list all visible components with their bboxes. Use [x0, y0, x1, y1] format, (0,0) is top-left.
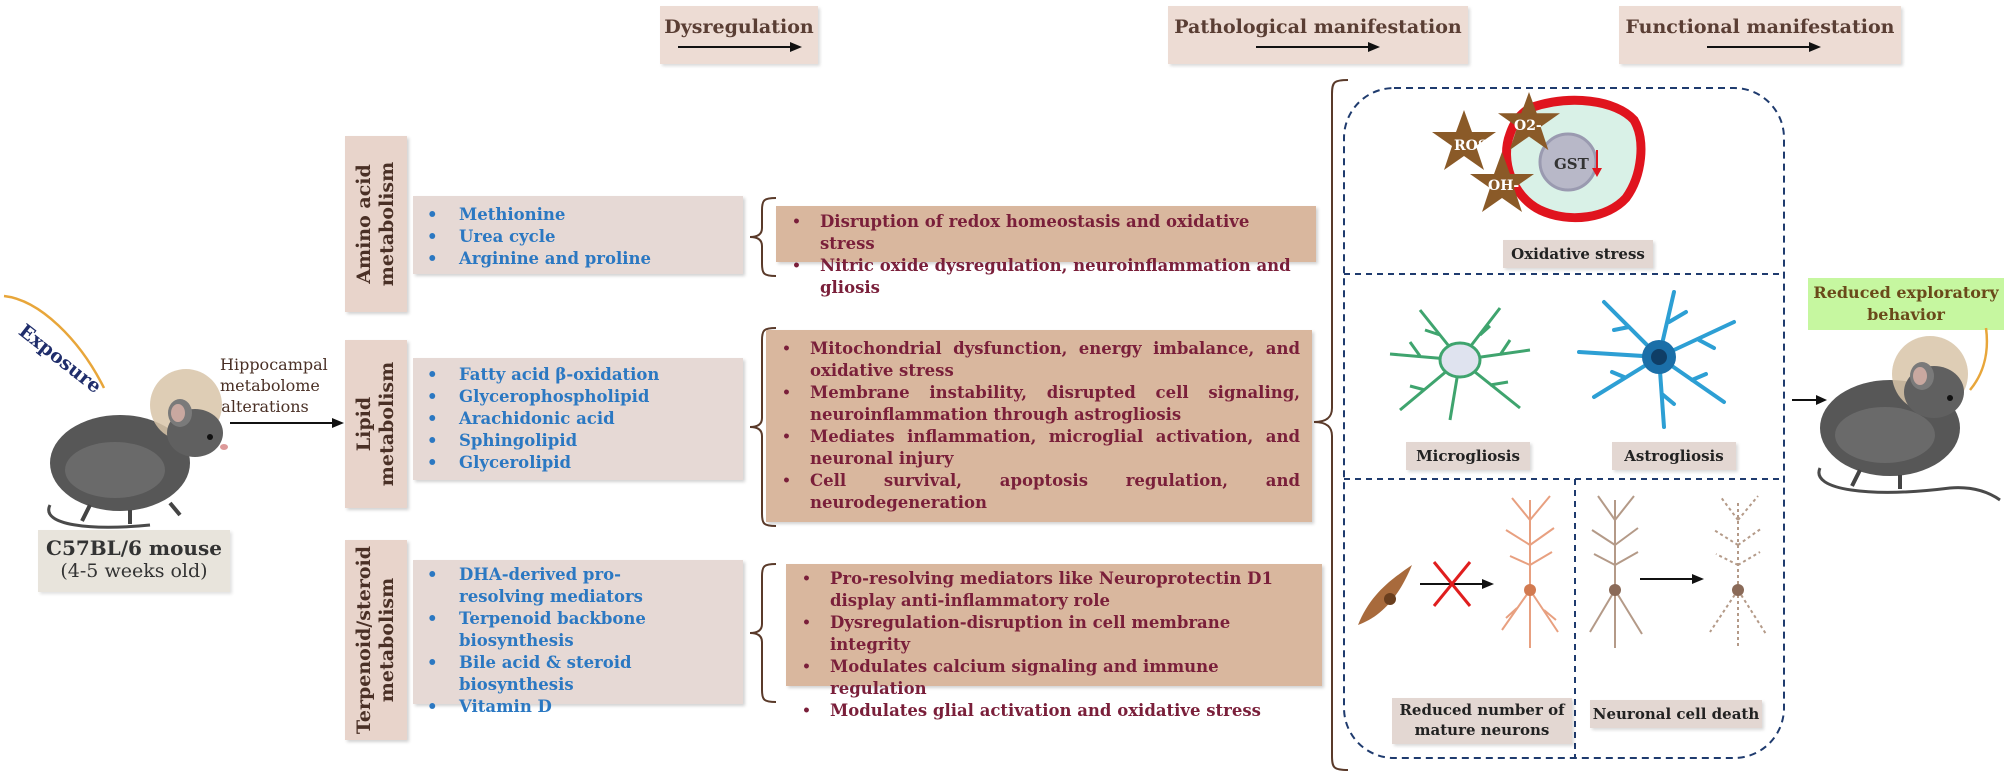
label-oxidative-stress: Oxidative stress — [1503, 240, 1653, 268]
arrow-right-icon — [1707, 42, 1821, 52]
pathology-panel — [1343, 87, 1785, 759]
arrow-right-icon — [678, 42, 802, 52]
category-terpenoid: Terpenoid/steroid metabolism — [345, 540, 407, 740]
arrow-right-icon — [230, 418, 344, 428]
label-reduced-behavior: Reduced exploratory behavior — [1808, 278, 2004, 330]
metabolite-item: Glycerophospholipid — [413, 386, 743, 408]
metabolite-item: Glycerolipid — [413, 452, 743, 474]
oh-label: OH- — [1488, 178, 1520, 194]
brace-icon — [749, 563, 777, 703]
category-lipid: Lipid metabolism — [345, 340, 407, 508]
effect-item: Modulates calcium signaling and immune r… — [786, 656, 1322, 700]
o2-star-icon — [1498, 91, 1560, 151]
mouse-strain: C57BL/6 mouse — [46, 536, 222, 560]
ros-label: ROS — [1454, 138, 1488, 154]
mature-neuron-icon — [1501, 495, 1559, 648]
header-label: Dysregulation — [664, 16, 814, 38]
arrow-right-icon — [1640, 574, 1704, 584]
label-reduced-neurons: Reduced number of mature neurons — [1392, 698, 1572, 744]
mouse-icon — [1817, 327, 2001, 502]
metabolite-item: Terpenoid backbone biosynthesis — [413, 608, 743, 652]
effects-terpenoid: Pro-resolving mediators like Neuroprotec… — [786, 564, 1322, 722]
astrocyte-icon — [1577, 290, 1736, 429]
header-label: Functional manifestation — [1625, 16, 1895, 38]
gst-label: GST — [1554, 155, 1589, 173]
metabolites-lipid: Fatty acid β-oxidation Glycerophospholip… — [413, 358, 743, 480]
metabolite-item: Fatty acid β-oxidation — [413, 364, 743, 386]
effects-lipid: Mitochondrial dysfunction, energy imbala… — [766, 330, 1312, 522]
label-microgliosis: Microgliosis — [1406, 442, 1530, 470]
down-arrow-icon — [1592, 150, 1602, 177]
mouse-icon — [47, 369, 228, 529]
arrow-right-icon — [1792, 395, 1827, 405]
header-pathological: Pathological manifestation — [1168, 6, 1468, 64]
mouse-info-box: C57BL/6 mouse (4-5 weeks old) — [38, 530, 230, 592]
oh-star-icon — [1470, 152, 1534, 212]
metabolites-amino-acid: Methionine Urea cycle Arginine and proli… — [413, 196, 743, 274]
metabolite-item: Bile acid & steroid biosynthesis — [413, 652, 743, 696]
brace-icon — [1313, 79, 1349, 771]
effect-item: Disruption of redox homeostasis and oxid… — [776, 211, 1316, 255]
ros-star-icon — [1432, 110, 1496, 170]
metabolite-item: Arginine and proline — [413, 248, 743, 270]
blocked-arrow-icon — [1420, 561, 1494, 607]
effect-item: Modulates glial activation and oxidative… — [786, 700, 1322, 722]
effects-amino-acid: Disruption of redox homeostasis and oxid… — [776, 206, 1316, 297]
effect-item: Mediates inflammation, microglial activa… — [766, 426, 1312, 470]
category-label: Terpenoid/steroid metabolism — [353, 545, 398, 735]
immature-neuron-icon — [1358, 565, 1412, 625]
effect-item: Membrane instability, disrupted cell sig… — [766, 382, 1312, 426]
metabolite-item: Arachidonic acid — [413, 408, 743, 430]
arrow-right-icon — [1256, 42, 1380, 52]
label-neuronal-death: Neuronal cell death — [1590, 700, 1762, 728]
mouse-age: (4-5 weeks old) — [60, 560, 208, 582]
o2-label: O2- — [1514, 118, 1542, 134]
header-label: Pathological manifestation — [1174, 16, 1462, 38]
metabolite-item: Methionine — [413, 204, 743, 226]
healthy-neuron-icon — [1589, 495, 1643, 648]
effect-item: Pro-resolving mediators like Neuroprotec… — [786, 568, 1322, 612]
effect-item: Mitochondrial dysfunction, energy imbala… — [766, 338, 1312, 382]
metabolite-item: Sphingolipid — [413, 430, 743, 452]
label-astrogliosis: Astrogliosis — [1612, 442, 1736, 470]
header-functional: Functional manifestation — [1619, 6, 1901, 64]
metabolite-item: DHA-derived pro-resolving mediators — [413, 564, 743, 608]
effect-item: Nitric oxide dysregulation, neuroinflamm… — [776, 255, 1316, 299]
brace-icon — [749, 327, 777, 527]
metabolome-alterations-label: Hippocampal metabolome alterations — [220, 355, 328, 416]
header-dysregulation: Dysregulation — [660, 6, 818, 64]
effect-item: Cell survival, apoptosis regulation, and… — [766, 470, 1312, 514]
category-label: Lipid metabolism — [353, 361, 398, 487]
effect-item: Dysregulation-disruption in cell membran… — [786, 612, 1322, 656]
microglia-icon — [1389, 307, 1531, 421]
brace-icon — [749, 197, 777, 277]
category-label: Amino acid metabolism — [353, 161, 398, 287]
dying-neuron-icon — [1709, 495, 1767, 648]
metabolite-item: Vitamin D — [413, 696, 743, 718]
category-amino-acid: Amino acid metabolism — [345, 136, 407, 312]
metabolites-terpenoid: DHA-derived pro-resolving mediators Terp… — [413, 560, 743, 718]
exposure-arc — [3, 294, 106, 389]
metabolite-item: Urea cycle — [413, 226, 743, 248]
